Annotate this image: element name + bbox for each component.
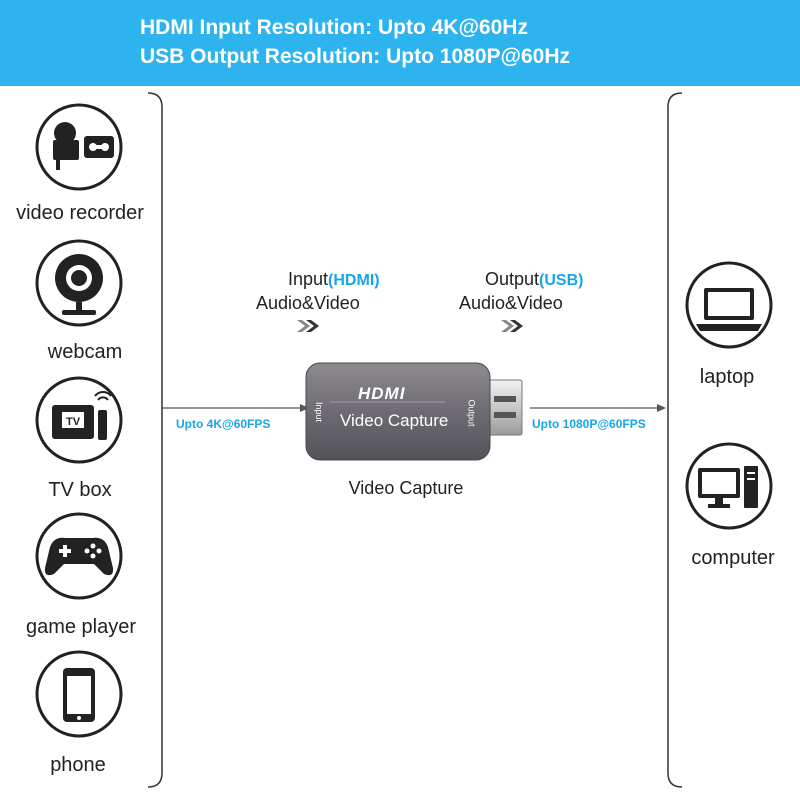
source-label-video-recorder: video recorder: [16, 202, 144, 224]
banner-output-resolution: USB Output Resolution: Upto 1080P@60Hz: [140, 45, 571, 68]
input-speed: Upto 4K@60FPS: [176, 417, 271, 431]
phone-icon: [35, 650, 123, 738]
device-logo: HDMI: [358, 384, 406, 403]
video-recorder-icon: [35, 103, 123, 191]
source-label-game-player: game player: [25, 616, 137, 638]
tv-box-icon: TV: [35, 376, 123, 464]
device-port-input: Input: [314, 401, 325, 423]
input-arrow-head: [300, 404, 309, 412]
input-sublabel: Audio&Video: [256, 293, 360, 313]
source-label-webcam: webcam: [47, 341, 123, 363]
gamepad-icon: [35, 512, 123, 600]
banner-input-resolution: HDMI Input Resolution: Upto 4K@60Hz: [140, 16, 528, 39]
output-label: Output(USB): [485, 268, 583, 292]
output-speed: Upto 1080P@60FPS: [532, 417, 646, 431]
webcam-icon: [35, 239, 123, 327]
header-banner: HDMI Input Resolution: Upto 4K@60Hz USB …: [0, 0, 800, 86]
output-label-prefix: Output: [485, 269, 540, 289]
output-arrow-head: [657, 404, 666, 412]
input-label: Input(HDMI): [288, 268, 380, 292]
input-label-prefix: Input: [288, 269, 329, 289]
device-port-output: Output: [466, 399, 477, 427]
source-label-tv-box: TV box: [48, 479, 112, 501]
svg-text:TV: TV: [66, 416, 81, 428]
source-label-phone: phone: [50, 754, 106, 776]
laptop-icon: [685, 261, 773, 349]
device-name: Video Capture: [340, 411, 449, 430]
device-caption: Video Capture: [348, 478, 464, 498]
capture-device: [305, 362, 523, 461]
output-chevron-icon: [501, 320, 523, 332]
target-label-computer: computer: [691, 547, 775, 569]
target-label-laptop: laptop: [699, 366, 755, 388]
output-sublabel: Audio&Video: [459, 293, 563, 313]
input-label-highlight: (HDMI): [328, 272, 380, 289]
targets-bracket: [667, 92, 683, 788]
sources-bracket: [147, 92, 163, 788]
input-chevron-icon: [297, 320, 319, 332]
computer-icon: [685, 442, 773, 530]
output-label-highlight: (USB): [539, 272, 584, 289]
